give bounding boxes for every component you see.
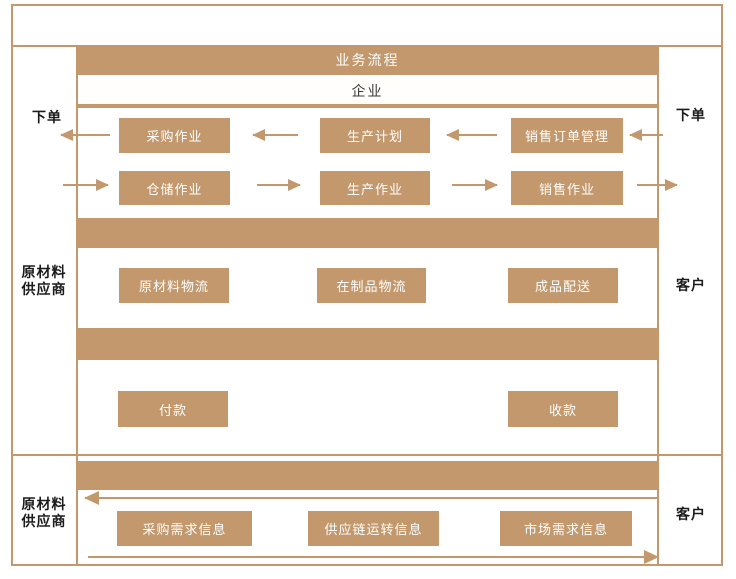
order-arrow-to-supplier	[60, 129, 110, 141]
box-procurement: 采购作业	[119, 118, 230, 153]
arrow-plan-to-procurement	[252, 129, 298, 141]
box-supply-chain-info: 供应链运转信息	[308, 511, 439, 546]
box-sales: 销售作业	[511, 171, 623, 205]
box-production-plan: 生产计划	[320, 118, 430, 153]
enterprise-band: 企业	[78, 77, 657, 108]
arrow-salesorder-to-plan	[446, 129, 497, 141]
label-order-right: 下单	[676, 107, 706, 123]
separator-band-2	[78, 328, 657, 360]
box-market-demand-info: 市场需求信息	[500, 511, 632, 546]
info-arrow-rightward	[88, 550, 659, 564]
box-wip-logistics: 在制品物流	[317, 268, 426, 303]
label-order-left: 下单	[32, 109, 62, 125]
label-supplier-lower: 原材料 供应商	[21, 496, 67, 529]
left-column-divider	[76, 45, 78, 566]
label-customer-upper: 客户	[676, 277, 706, 293]
box-payment: 付款	[118, 391, 228, 427]
separator-band-1	[78, 218, 657, 248]
middle-horizontal-divider	[11, 454, 723, 456]
process-title-band: 业务流程	[78, 45, 657, 75]
arrow-supplier-to-warehouse	[63, 179, 109, 191]
box-warehouse: 仓储作业	[119, 171, 230, 205]
box-raw-material-logistics: 原材料物流	[119, 268, 229, 303]
order-arrow-from-customer	[629, 129, 663, 141]
separator-band-3	[78, 461, 657, 490]
label-supplier-upper: 原材料 供应商	[21, 264, 67, 297]
arrow-production-to-sales	[452, 179, 498, 191]
box-production: 生产作业	[320, 171, 430, 205]
right-column-divider	[657, 45, 659, 566]
outer-frame	[11, 4, 723, 566]
box-finished-delivery: 成品配送	[508, 268, 618, 303]
info-arrow-leftward	[84, 491, 657, 505]
box-collection: 收款	[508, 391, 618, 427]
box-sales-order-mgmt: 销售订单管理	[511, 118, 623, 153]
box-procurement-demand-info: 采购需求信息	[117, 511, 252, 546]
arrow-warehouse-to-production	[257, 179, 301, 191]
label-customer-lower: 客户	[676, 506, 706, 522]
arrow-sales-to-customer	[637, 179, 678, 191]
